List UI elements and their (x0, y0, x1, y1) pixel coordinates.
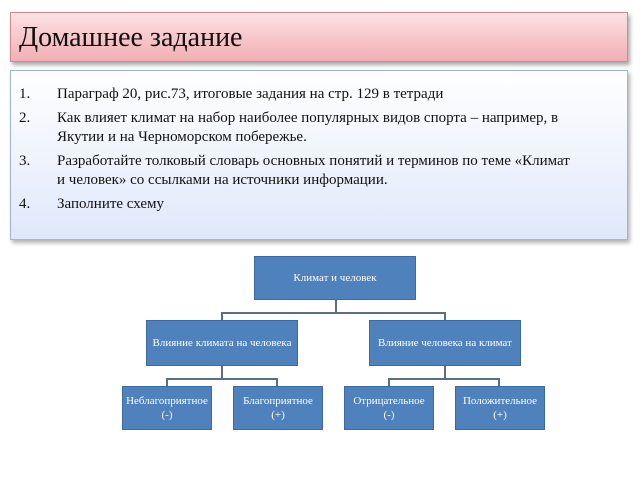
connector-leaf-3 (388, 378, 390, 386)
connector-left-down (221, 366, 223, 379)
node-sign: (-) (383, 409, 395, 421)
node-label: Неблагоприятное (126, 395, 208, 407)
diagram-leaf-node-1: Неблагоприятное (-) (122, 386, 212, 430)
connector-right-horizontal (388, 378, 500, 380)
task-item-2: 2. Как влияет климат на набор наиболее п… (19, 109, 579, 147)
connector-right-down (444, 366, 446, 379)
node-label: Влияние человека на климат (378, 337, 512, 349)
title-banner: Домашнее задание (10, 12, 628, 62)
task-text: Разработайте толковый словарь основных п… (57, 153, 570, 188)
diagram-left-node: Влияние климата на человека (146, 320, 298, 366)
task-number: 2. (19, 110, 31, 126)
connector-leaf-4 (498, 378, 500, 386)
task-item-4: 4. Заполните схему (19, 195, 579, 214)
node-sign: (-) (161, 409, 173, 421)
connector-leaf-2 (276, 378, 278, 386)
task-panel: 1. Параграф 20, рис.73, итоговые задания… (10, 70, 628, 240)
page-title: Домашнее задание (19, 22, 243, 53)
diagram-leaf-node-2: Благоприятное (+) (233, 386, 323, 430)
task-item-3: 3. Разработайте толковый словарь основны… (19, 152, 579, 190)
connector-right-branch (444, 312, 446, 320)
task-text: Как влияет климат на набор наиболее попу… (57, 110, 559, 145)
task-number: 3. (19, 153, 31, 169)
connector-left-horizontal (166, 378, 278, 380)
task-number: 1. (19, 86, 31, 102)
diagram-leaf-node-4: Положительное (+) (455, 386, 545, 430)
connector-top-horizontal (221, 312, 446, 314)
task-text: Параграф 20, рис.73, итоговые задания на… (57, 86, 444, 102)
connector-leaf-1 (166, 378, 168, 386)
diagram-right-node: Влияние человека на климат (369, 320, 521, 366)
node-label: Климат и человек (293, 272, 377, 284)
task-text: Заполните схему (57, 196, 165, 212)
diagram-leaf-node-3: Отрицательное (-) (344, 386, 434, 430)
node-sign: (+) (493, 409, 507, 421)
connector-left-branch (221, 312, 223, 320)
connector-root-down (335, 300, 337, 313)
task-list: 1. Параграф 20, рис.73, итоговые задания… (19, 85, 579, 219)
node-label: Влияние климата на человека (152, 337, 292, 349)
node-sign: (+) (271, 409, 285, 421)
node-label: Отрицательное (353, 395, 425, 407)
task-item-1: 1. Параграф 20, рис.73, итоговые задания… (19, 85, 579, 104)
task-number: 4. (19, 196, 31, 212)
node-label: Благоприятное (243, 395, 313, 407)
diagram-root-node: Климат и человек (254, 256, 416, 300)
node-label: Положительное (462, 395, 538, 407)
